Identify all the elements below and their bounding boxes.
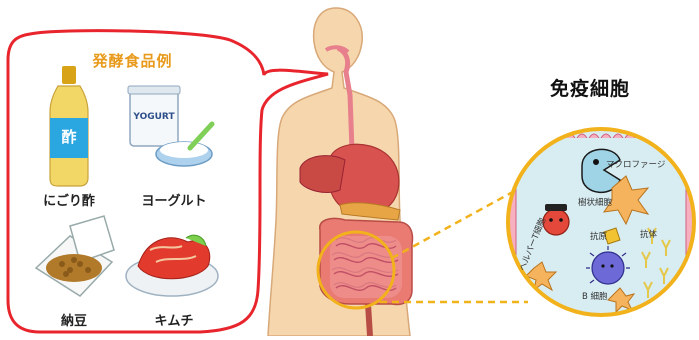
natto-image [36,216,114,296]
food-label-vinegar: にごり酢 [19,190,119,209]
vinegar-tag: 酢 [51,126,87,147]
label-dendritic-cell: 樹状細胞 [578,196,612,208]
label-macrophage: マクロファージ [606,158,665,170]
food-label-kimchi: キムチ [124,310,224,329]
immune-cells-title: 免疫細胞 [520,74,660,101]
food-label-yogurt: ヨーグルト [124,190,224,209]
label-antibody: 抗体 [640,228,657,240]
fermented-food-title: 発酵食品例 [0,50,265,71]
food-label-natto: 納豆 [24,310,124,329]
yogurt-tag: YOGURT [131,112,177,122]
label-antigen: 抗原 [590,230,607,242]
kimchi-image [126,235,218,296]
yogurt-image [128,86,212,166]
label-b-cell: B 細胞 [582,290,608,302]
